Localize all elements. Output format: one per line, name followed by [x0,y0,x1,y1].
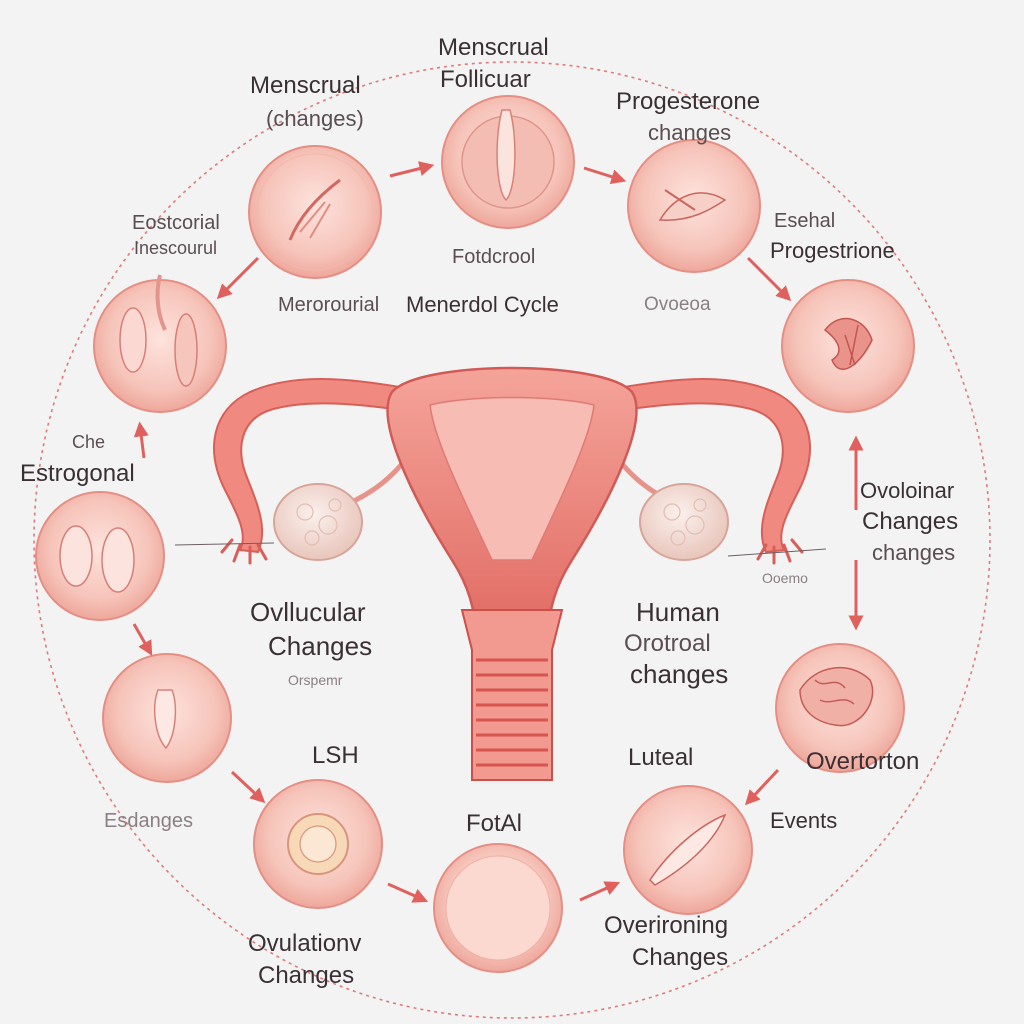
label-mid-right: Ovoeoa [644,294,711,315]
label-lower-right-3: changes [630,659,729,689]
label-right-ov-1: Ovoloinar [860,478,955,503]
label-left-upper-2: Inescourul [134,238,218,258]
label-lower-left-small: Orspemr [288,672,343,688]
right-ovary [639,483,729,561]
label-top-left-title: Menscrual [250,72,361,99]
label-ovortion: Overtorton [806,748,920,775]
uterine-cavity [429,396,595,561]
label-overtroning-1: Overironing [604,912,729,939]
cycle-arrows [132,161,864,903]
uterus-illustration [174,366,827,781]
label-lower-right-2: Orotroal [624,630,711,657]
label-left-upper-1: Eostcorial [132,212,220,234]
cycle-ring [33,61,991,1019]
label-left-small: Che [72,432,106,452]
label-top-center-2: Follicuar [440,66,531,93]
stage-circle-fetal [433,843,563,973]
label-bottom-left-changes: Esdanges [104,810,193,832]
label-luteal: Luteal [628,744,694,771]
label-lower-left-1: Ovllucular [250,597,366,627]
label-left-estrogen: Estrogonal [20,460,135,487]
label-top-left-sub: (changes) [266,106,364,131]
label-events: Events [770,808,838,833]
label-ovulation-1: Ovulationv [248,930,362,957]
label-top-right-2: changes [648,120,732,145]
label-center-follicle: Fotdcrool [452,246,536,268]
label-fotal: FotAl [466,810,523,837]
stage-circle-menstrual [248,145,382,279]
label-cycle-title: Menerdol Cycle [406,292,559,317]
label-lower-left-2: Changes [268,631,373,661]
left-ovary [273,483,363,561]
stage-circle-early-luteal [781,279,915,413]
label-right-ov-2: Changes [862,508,959,535]
label-lower-right-1: Human [636,597,720,627]
stage-circle-luteal [623,785,753,915]
stage-circle-ovortion [775,643,905,773]
label-right-upper-2: Progestrione [770,238,895,263]
stage-circle-ovulation-early [102,653,232,783]
stage-circle-follicular [441,95,575,229]
label-ovulation-2: Changes [258,962,355,989]
stage-circle-estrogen-early [93,274,227,413]
cervix [460,609,564,781]
label-right-small: Ooemo [762,570,808,586]
label-lsh: LSH [312,742,359,769]
label-top-right-1: Progesterone [616,88,761,115]
stage-circle-progesterone [627,139,761,273]
label-top-center-1: Menscrual [438,34,549,61]
label-mid-left: Merorourial [278,294,380,316]
stage-circle-estrogenal [35,491,165,621]
label-overtroning-2: Changes [632,944,729,971]
label-right-ov-3: changes [872,540,956,565]
stage-circle-lsh [253,779,383,909]
label-right-upper-1: Esehal [774,210,836,232]
